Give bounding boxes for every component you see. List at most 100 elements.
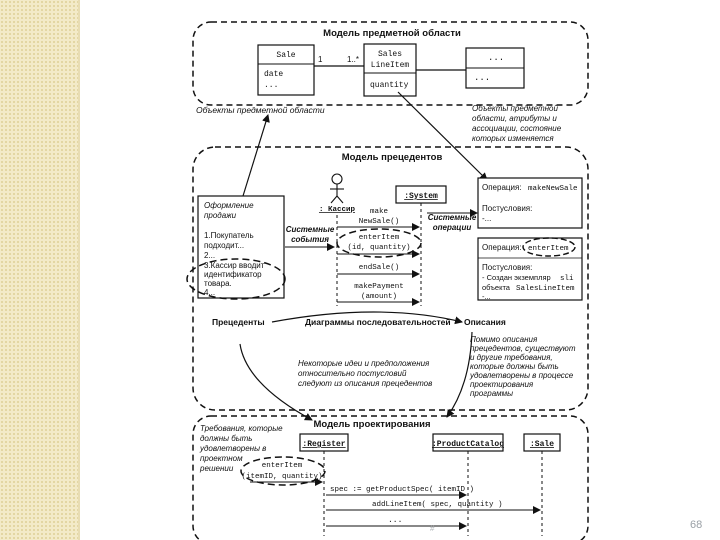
usecase-model-title: Модель прецедентов [342,152,443,163]
usecase-model-frame [192,146,589,411]
svg-text:Требования, которые: Требования, которые [200,424,283,433]
object-sale-label: :Sale [530,440,554,449]
svg-text:удовлетворены в процессе: удовлетворены в процессе [469,371,574,380]
svg-text:Объекты предметной: Объекты предметной [472,104,559,113]
svg-text:подходит...: подходит... [204,241,244,250]
design-model-section: Модель проектирования Требования, которы… [192,415,589,540]
class-sale-attr-date: date [264,70,283,79]
class-lineitem-name-1: Sales [378,50,402,59]
svg-text:-...: -... [482,214,491,223]
class-sale-name: Sale [276,51,295,60]
svg-text:Помимо описания: Помимо описания [470,335,538,344]
svg-text:Постусловия:: Постусловия: [482,204,532,213]
msg-makenewsale-1: make [370,208,388,216]
svg-text:Некоторые идеи и предположения: Некоторые идеи и предположения [298,359,430,368]
design-enteritem-2: (itemID, quantity) [241,473,322,481]
note-design-requirements: Требования, которые должны быть удовлетв… [199,424,283,473]
svg-text:Операция:: Операция: [482,243,522,252]
design-enteritem-1: enterItem [262,462,303,470]
ssd-messages: make NewSale() enterItem (id, quantity) … [337,208,420,306]
msg-endsale: endSale() [359,264,400,272]
decorative-side-strip [0,0,80,540]
svg-text:3.Кассир вводит: 3.Кассир вводит [204,261,265,270]
svg-text:относительно постусловий: относительно постусловий [298,369,407,378]
svg-text:Оформление: Оформление [204,201,254,210]
design-msg-addlineitem: addLineItem( spec, quantity ) [372,501,503,509]
arrow-usecase-to-domain [242,114,270,197]
footer-hash: # [430,524,435,533]
svg-text:ассоциации, состояние: ассоциации, состояние [472,124,562,133]
svg-text:4...: 4... [204,288,215,297]
class-sales-line-item: Sales LineItem quantity [363,43,417,97]
usecase-text: Оформление продажи 1.Покупатель подходит… [204,201,265,297]
contract-enteritem: Операция: enterItem Постусловия: - Созда… [477,237,583,301]
svg-text:товара.: товара. [204,279,232,288]
arrow-usecases-to-design [239,343,313,421]
label-sequence-diagrams: Диаграммы последовательностей [305,317,451,327]
msg-enteritem-1: enterItem [359,234,400,242]
class-other-line2: ... [474,73,490,83]
svg-text:проектирования: проектирования [470,380,534,389]
svg-text:Системные: Системные [286,225,335,234]
highlight-contract-ellipse [522,237,576,257]
svg-text:операции: операции [433,223,472,232]
note-postconditions: Некоторые идеи и предположения относител… [298,359,432,388]
multiplicity-left: 1 [318,55,323,64]
svg-text:которые должны быть: которые должны быть [470,362,559,371]
svg-text:SalesLineItem: SalesLineItem [516,285,575,293]
svg-text:удовлетворены в: удовлетворены в [199,444,266,453]
contract-makenewsale: Операция: makeNewSale Постусловия: -... [477,177,583,229]
domain-model-frame [192,21,589,106]
svg-text:проектном: проектном [200,454,243,463]
design-model-frame [192,415,589,540]
class-lineitem-name-2: LineItem [371,61,410,70]
highlight-enteritem-ellipse [336,228,422,258]
note-domain-objects: Объекты предметной области [196,105,325,115]
object-catalog-label: :ProductCatalog [432,440,504,449]
msg-makenewsale-2: NewSale() [359,218,400,226]
msg-enteritem-2: (id, quantity) [347,244,410,252]
arrow-domain-to-contract [397,91,488,181]
svg-text:объекта: объекта [482,283,511,292]
label-contracts: Описания [464,317,506,327]
svg-text:области, атрибуты и: области, атрибуты и [472,114,557,123]
svg-text:должны быть: должны быть [200,434,252,443]
highlight-design-enteritem-ellipse [240,456,326,486]
domain-model-section: Модель предметной области Sale date ... … [192,21,589,106]
svg-text:1.Покупатель: 1.Покупатель [204,231,254,240]
svg-text:которых изменяется: которых изменяется [472,134,554,143]
msg-makepayment-1: makePayment [354,283,404,291]
note-other-requirements: Помимо описания прецедентов, существуют … [469,335,576,398]
actor-cashier-icon [330,173,344,204]
svg-text:продажи: продажи [204,211,237,220]
highlight-step3-ellipse [186,258,286,300]
svg-text:makeNewSale: makeNewSale [528,185,578,193]
object-register-label: :Register [302,440,345,449]
svg-text:программы: программы [470,389,513,398]
domain-model-title: Модель предметной области [323,28,461,39]
multiplicity-right: 1..* [347,55,359,64]
usecase-text-box [197,195,285,299]
svg-text:решении: решении [199,464,234,473]
design-msg-getproductspec: spec := getProductSpec( itemID ) [330,486,474,494]
arrow-contracts-to-design [446,331,473,418]
class-other: ... ... [465,47,525,89]
svg-text:Операция:: Операция: [482,183,522,192]
note-domain-changed: Объекты предметной области, атрибуты и а… [472,104,562,143]
svg-text:- Создан экземпляр: - Создан экземпляр [482,273,551,282]
system-label: :System [404,192,438,201]
design-model-title: Модель проектирования [313,419,430,430]
svg-text:идентификатор: идентификатор [204,270,262,279]
svg-text:события: события [291,235,329,244]
class-sale: Sale date ... [257,44,315,96]
label-system-operations: Системные операции [428,213,477,232]
page-number: 68 [690,519,703,531]
class-other-line1: ... [488,53,504,63]
svg-text:sli: sli [560,275,574,283]
svg-text:Постусловия:: Постусловия: [482,263,532,272]
arrow-usecases-to-contracts [271,311,463,325]
svg-text:и другие требования,: и другие требования, [470,353,553,362]
usecase-model-section: Модель прецедентов Оформление продажи 1.… [186,146,589,411]
svg-text:-...: -... [482,292,491,301]
